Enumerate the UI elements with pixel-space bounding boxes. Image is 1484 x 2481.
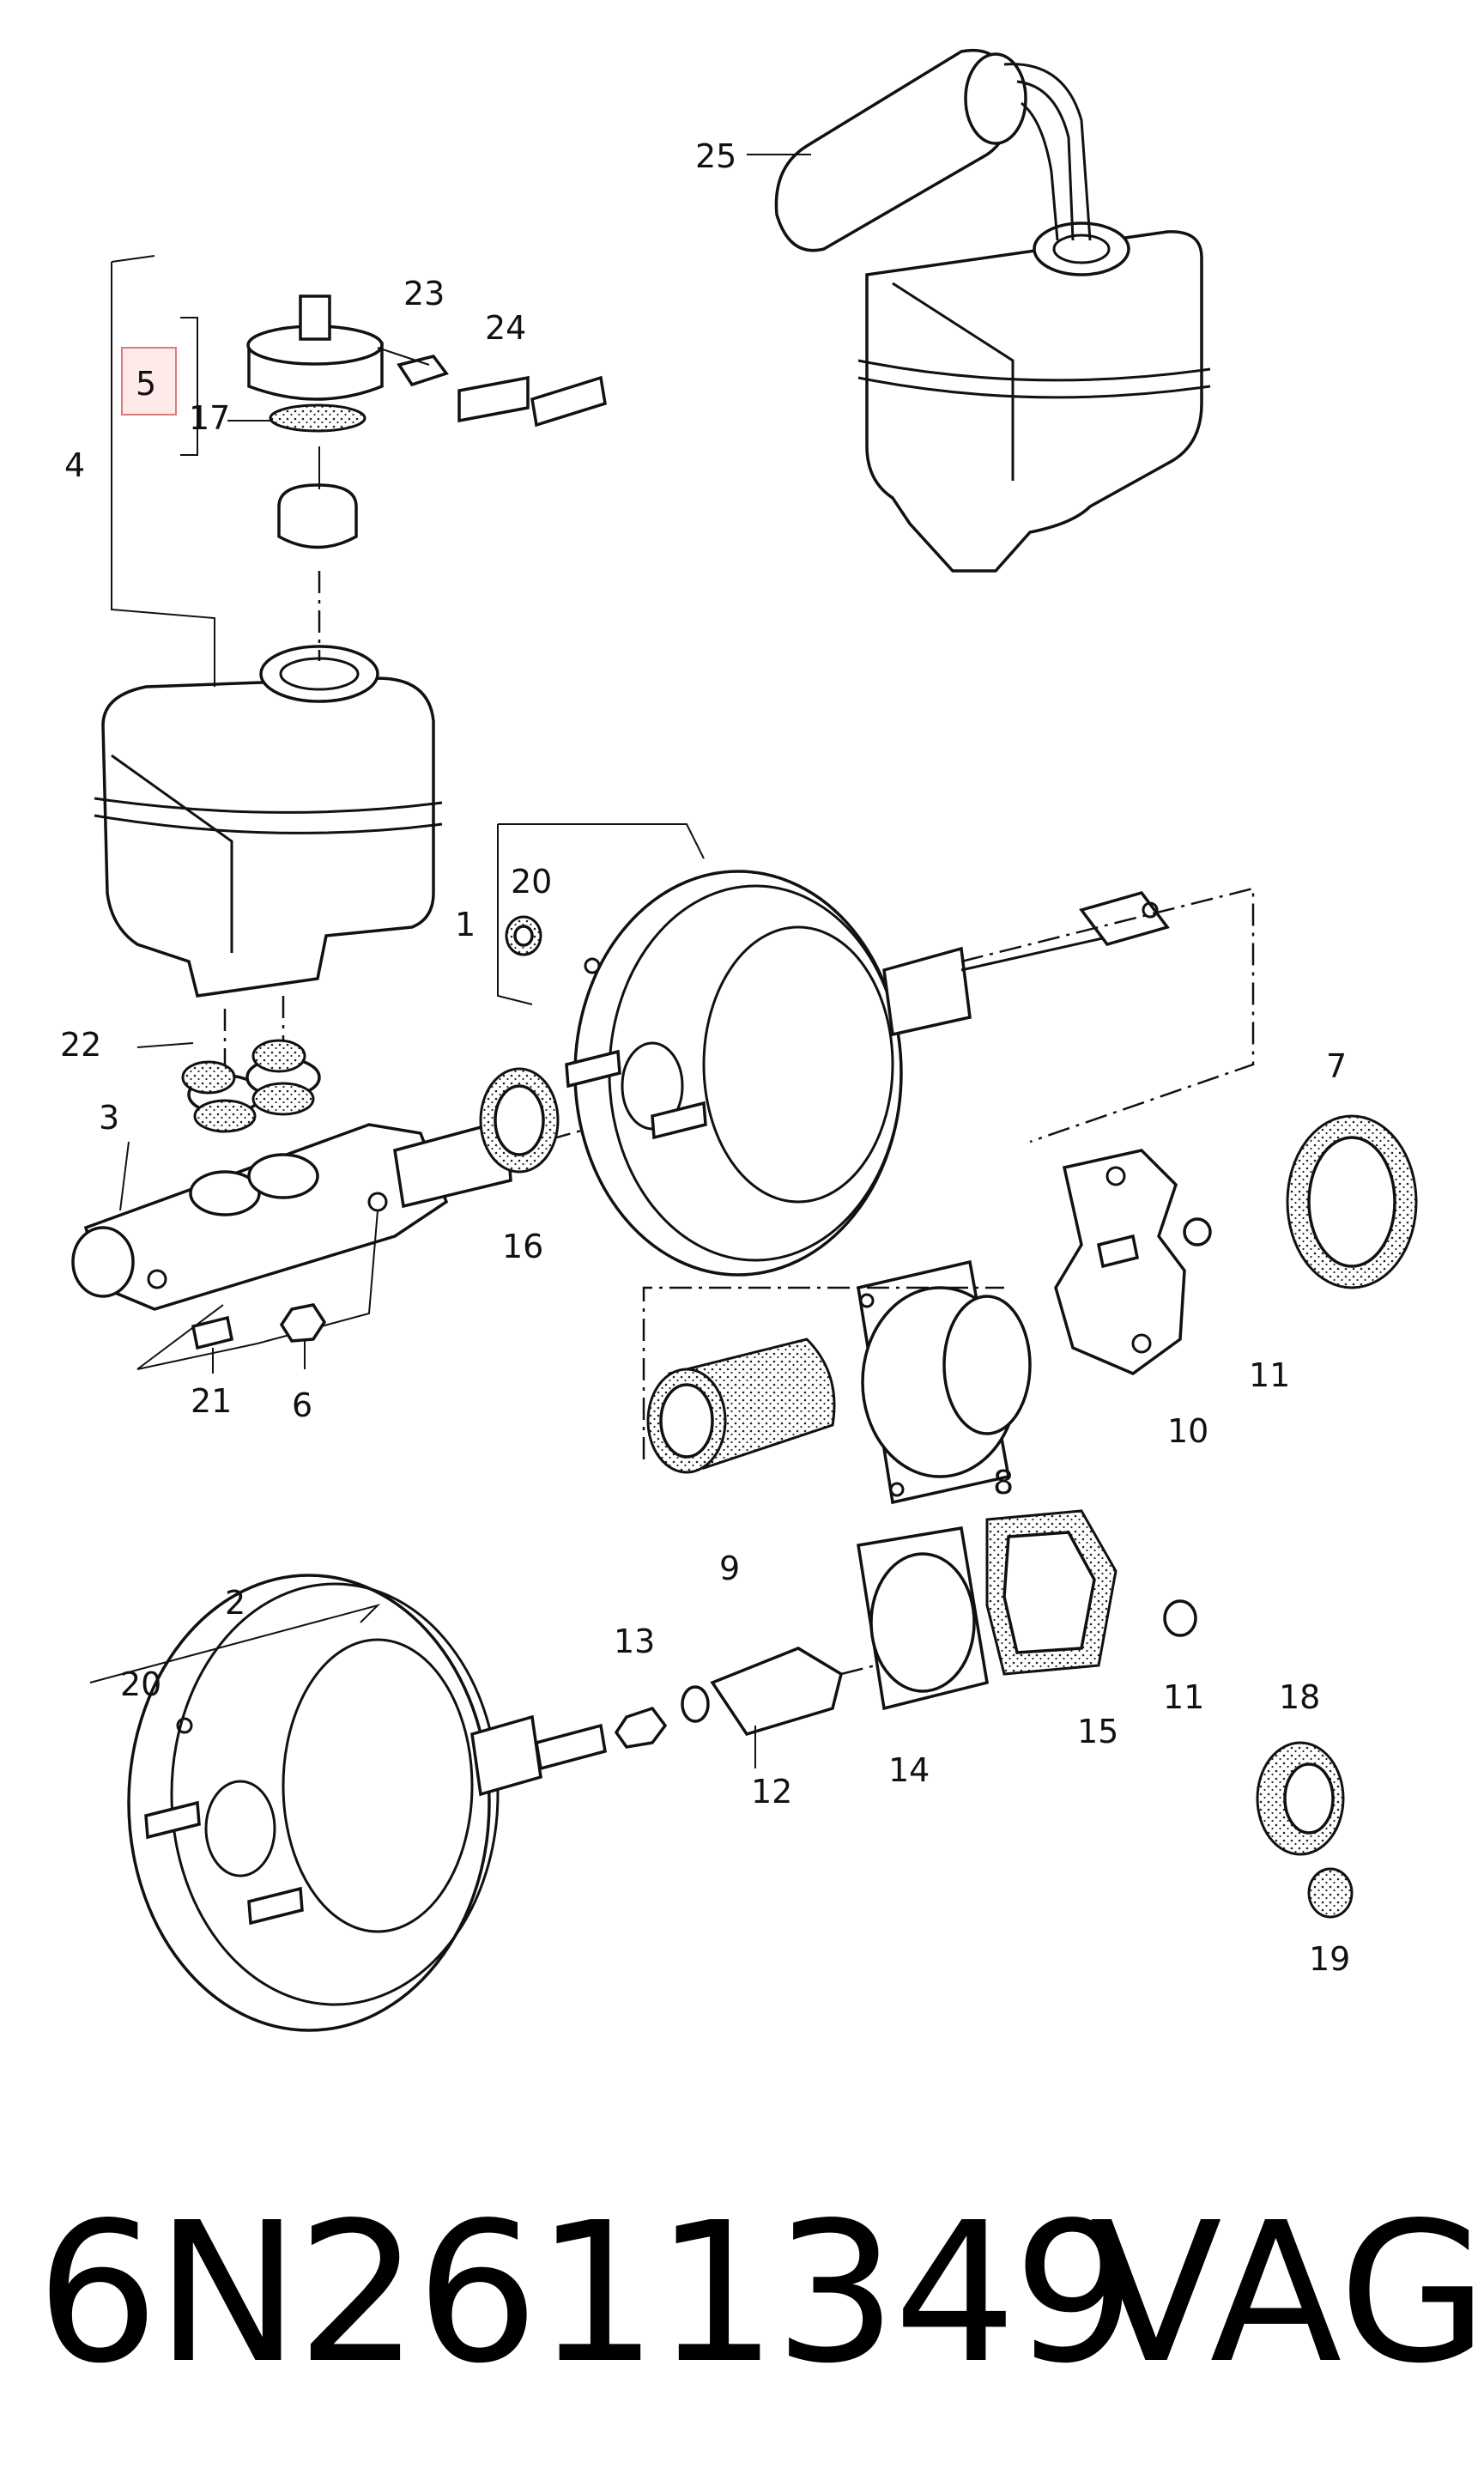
flange-8 [857,1259,1032,1505]
washer-11b [1163,1599,1197,1637]
callout-4: 4 [64,446,85,484]
callout-6: 6 [292,1386,312,1424]
bellows-18 [1256,1741,1345,1856]
bolt-and-nut [191,1303,327,1374]
flange-14 [857,1526,989,1711]
connector-parts [377,347,607,428]
reservoir-assembly [94,255,443,998]
master-cylinder [71,996,619,1370]
callout-20a: 20 [511,863,552,901]
callout-8: 8 [993,1464,1014,1501]
grommet-20 [505,915,542,956]
gasket-15 [985,1509,1118,1676]
callout-10: 10 [1167,1412,1208,1450]
callout-2: 2 [225,1584,245,1622]
callout-12: 12 [751,1773,792,1811]
callout-24: 24 [485,309,526,347]
callout-16: 16 [502,1228,543,1265]
callout-22: 22 [60,1026,101,1064]
brake-booster-1 [497,823,1255,1277]
callout-5: 5 [136,365,156,403]
callout-13: 13 [614,1623,655,1660]
callout-17: 17 [189,399,230,437]
callout-11a: 11 [1249,1356,1290,1394]
callout-7: 7 [1326,1047,1347,1085]
footer: 6N2611349 VAG [0,2181,1484,2438]
callout-19: 19 [1309,1940,1350,1978]
gasket-16-hole [494,1084,545,1156]
remote-reservoir-assembly [774,48,1211,573]
seal-ring-7 [1286,1114,1418,1289]
grommets-22 [181,1039,306,1095]
filter-sleeve-9 [642,1286,1004,1474]
brake-system-exploded-diagram: 25 23 24 5 17 4 20 1 7 22 3 16 11 21 6 1… [60,48,1418,2032]
callout-23: 23 [403,275,445,312]
callout-15: 15 [1077,1713,1118,1750]
nut-and-clevis [614,1647,945,1768]
brake-booster-2 [89,1574,607,2032]
bracket-10 [1054,1149,1212,1376]
callout-3: 3 [99,1099,119,1137]
cap-19 [1307,1867,1354,1919]
callout-1: 1 [455,906,475,943]
callout-25: 25 [695,137,736,175]
brand-name: VAG [1090,2181,1484,2406]
callout-11b: 11 [1163,1678,1204,1716]
callout-14: 14 [888,1751,930,1789]
callout-18: 18 [1279,1678,1320,1716]
callout-20b: 20 [120,1665,161,1703]
part-number: 6N2611349 [36,2181,1136,2406]
callout-21: 21 [191,1382,232,1420]
callout-9: 9 [719,1550,740,1587]
highlight-box-5 [121,347,177,416]
